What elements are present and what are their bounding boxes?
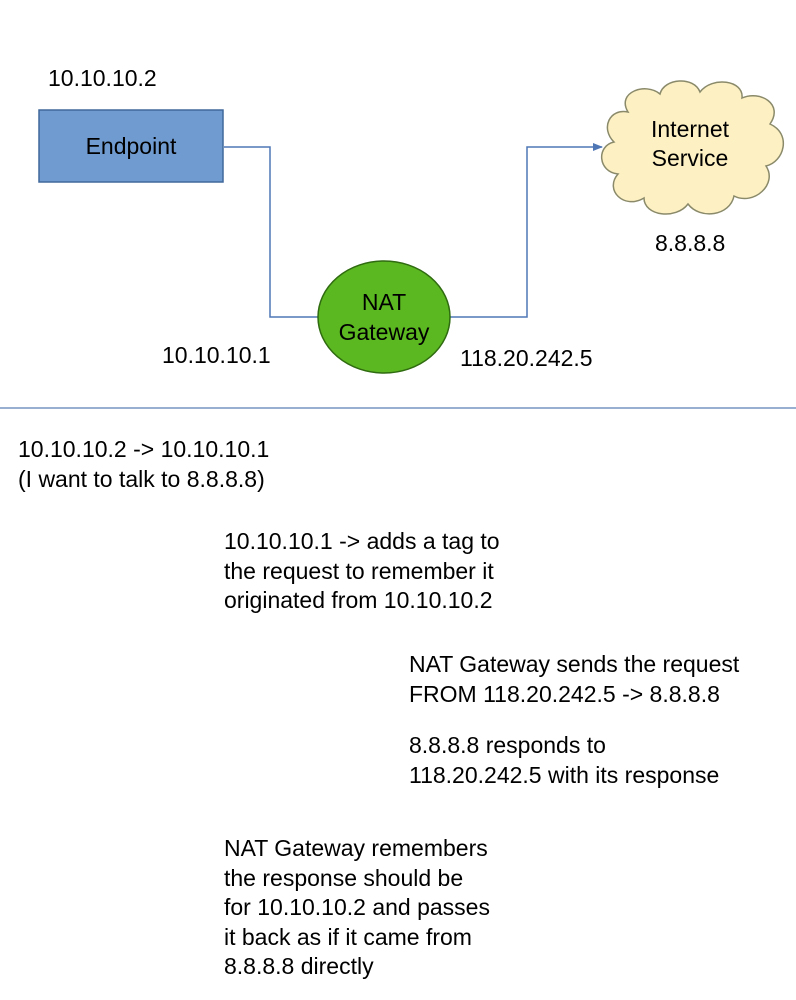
gateway-label-line2: Gateway	[339, 319, 430, 345]
note-line: NAT Gateway sends the request	[409, 651, 740, 677]
endpoint-label: Endpoint	[86, 133, 177, 159]
endpoint-ip-label: 10.10.10.2	[48, 65, 157, 91]
gateway-label-line1: NAT	[362, 289, 406, 315]
gateway-inside-ip-label: 10.10.10.1	[162, 342, 271, 368]
note-line: NAT Gateway remembers	[224, 835, 488, 861]
note-line: the request to remember it	[224, 557, 494, 584]
note-step-3: NAT Gateway sends the request FROM 118.2…	[409, 650, 739, 709]
internet-label-line2: Service	[652, 145, 729, 171]
note-line: the response should be	[224, 864, 464, 891]
note-line: 8.8.8.8 responds to	[409, 732, 606, 758]
note-line: FROM 118.20.242.5 -> 8.8.8.8	[409, 680, 720, 707]
note-line: originated from 10.10.10.2	[224, 587, 493, 613]
gateway-to-internet-connector	[450, 143, 603, 318]
note-step-1: 10.10.10.2 -> 10.10.10.1 (I want to talk…	[18, 435, 269, 494]
note-line: (I want to talk to 8.8.8.8)	[18, 465, 265, 492]
note-line: for 10.10.10.2 and passes	[224, 894, 490, 920]
note-line: 118.20.242.5 with its response	[409, 761, 720, 788]
internet-service-cloud	[600, 80, 785, 215]
note-step-4: 8.8.8.8 responds to 118.20.242.5 with it…	[409, 731, 719, 790]
note-line: it back as if it came from	[224, 923, 472, 950]
internet-ip-label: 8.8.8.8	[655, 230, 726, 256]
endpoint-node	[38, 109, 224, 183]
note-line: 10.10.10.1 -> adds a tag to	[224, 528, 500, 554]
nat-gateway-node	[317, 260, 451, 374]
note-line: 8.8.8.8 directly	[224, 953, 374, 979]
note-step-2: 10.10.10.1 -> adds a tag to the request …	[224, 527, 500, 616]
internet-label-line1: Internet	[651, 116, 730, 142]
endpoint-to-gateway-connector	[224, 146, 318, 318]
gateway-outside-ip-label: 118.20.242.5	[460, 345, 593, 371]
note-line: 10.10.10.2 -> 10.10.10.1	[18, 436, 270, 462]
note-step-5: NAT Gateway remembers the response shoul…	[224, 834, 490, 982]
